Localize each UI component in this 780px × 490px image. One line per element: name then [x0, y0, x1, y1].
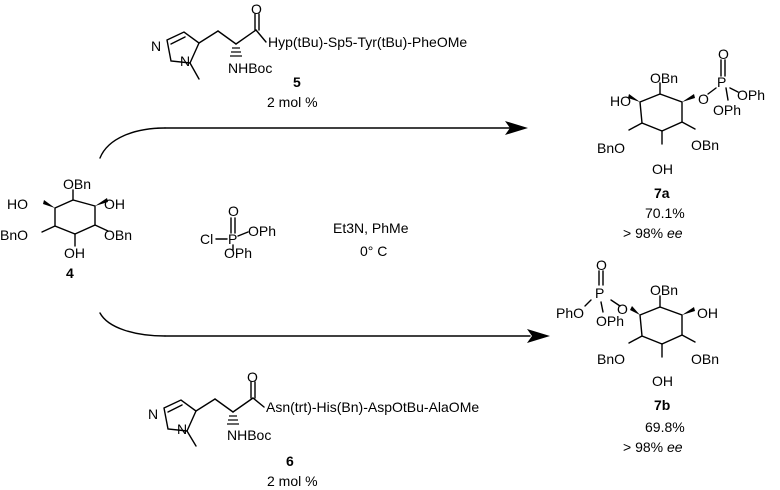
catalyst-6-ring-n: N — [148, 406, 158, 422]
bottom-reaction-arrow — [99, 312, 550, 343]
catalyst-6-loading: 2 mol % — [267, 473, 318, 489]
7a-o-link: O — [698, 91, 709, 107]
7b-o-link: O — [617, 301, 628, 317]
catalyst-5-loading: 2 mol % — [267, 94, 318, 110]
starting-material-4-number: 4 — [66, 265, 74, 281]
conditions-temperature: 0° C — [360, 243, 387, 259]
catalyst-5-structure: N N O NHBoc Hyp(tBu)-Sp5-Tyr(tBu)-PheOMe — [151, 1, 467, 80]
7a-o-top: O — [718, 46, 729, 62]
catalyst-5-carbonyl-o: O — [251, 1, 262, 17]
product-7a-ee: > 98% ee — [623, 225, 683, 241]
chlorophosphate-reagent-structure: O Cl P OPh OPh — [200, 203, 276, 261]
product-7b-yield: 69.8% — [645, 419, 685, 435]
7a-obn-top: OBn — [650, 70, 678, 86]
catalyst-5-peptide-chain: Hyp(tBu)-Sp5-Tyr(tBu)-PheOMe — [268, 34, 467, 50]
7b-p: P — [595, 285, 604, 301]
7a-oph-1: OPh — [737, 87, 765, 103]
reagent-p: P — [228, 231, 237, 247]
product-7a-number: 7a — [654, 185, 670, 201]
catalyst-5-nhboc: NHBoc — [228, 60, 272, 76]
reagent-oxo: O — [228, 203, 239, 219]
catalyst-6-peptide-chain: Asn(trt)-His(Bn)-AspOtBu-AlaOMe — [266, 399, 479, 415]
catalyst-5-ring-n: N — [151, 38, 161, 54]
7a-bno-left: BnO — [597, 140, 625, 156]
catalyst-6-nhboc: NHBoc — [227, 427, 271, 443]
catalyst-6-structure: N N O NHBoc Asn(trt)-His(Bn)-AspOtBu-Ala… — [148, 369, 479, 447]
sm-ho-left: HO — [7, 196, 28, 212]
7b-bno-left: BnO — [597, 351, 625, 367]
product-7b-structure: OBn O P O PhO OPh OH BnO OBn OH — [556, 257, 719, 389]
7b-obn-top: OBn — [650, 282, 678, 298]
reagent-oph-right: OPh — [248, 223, 276, 239]
starting-material-4-structure: OBn HO OH BnO OBn OH — [0, 176, 132, 261]
7b-oph: OPh — [596, 313, 624, 329]
product-7b-ee: > 98% ee — [623, 439, 683, 455]
sm-bno-left: BnO — [0, 227, 28, 243]
sm-obn-top: OBn — [63, 176, 91, 192]
7b-obn-right: OBn — [691, 351, 719, 367]
7b-o-top: O — [596, 257, 607, 273]
conditions-base-solvent: Et3N, PhMe — [333, 220, 409, 236]
catalyst-6-carbonyl-o: O — [247, 369, 258, 385]
top-reaction-arrow — [99, 121, 528, 159]
product-7b-number: 7b — [654, 397, 670, 413]
catalyst-5-number: 5 — [293, 74, 301, 90]
catalyst-6-methyl-n: N — [177, 421, 187, 437]
7a-oh-bottom: OH — [652, 161, 673, 177]
product-7a-structure: OBn HO O P O OPh OPh BnO OBn OH — [597, 46, 765, 177]
reagent-oph-down: OPh — [224, 245, 252, 261]
product-7a-yield: 70.1% — [645, 205, 685, 221]
sm-oh-bottom: OH — [64, 245, 85, 261]
7b-oh-bottom: OH — [652, 373, 673, 389]
sm-oh-right: OH — [104, 196, 125, 212]
catalyst-6-number: 6 — [286, 453, 294, 469]
7b-pho: PhO — [556, 305, 584, 321]
7a-p: P — [717, 74, 726, 90]
reagent-cl: Cl — [200, 231, 213, 247]
7a-oph-2: OPh — [713, 102, 741, 118]
catalyst-5-methyl-n: N — [180, 53, 190, 69]
7a-obn-right: OBn — [691, 137, 719, 153]
sm-obn-right: OBn — [104, 227, 132, 243]
7b-oh-right: OH — [697, 305, 718, 321]
7a-ho-left: HO — [610, 93, 631, 109]
